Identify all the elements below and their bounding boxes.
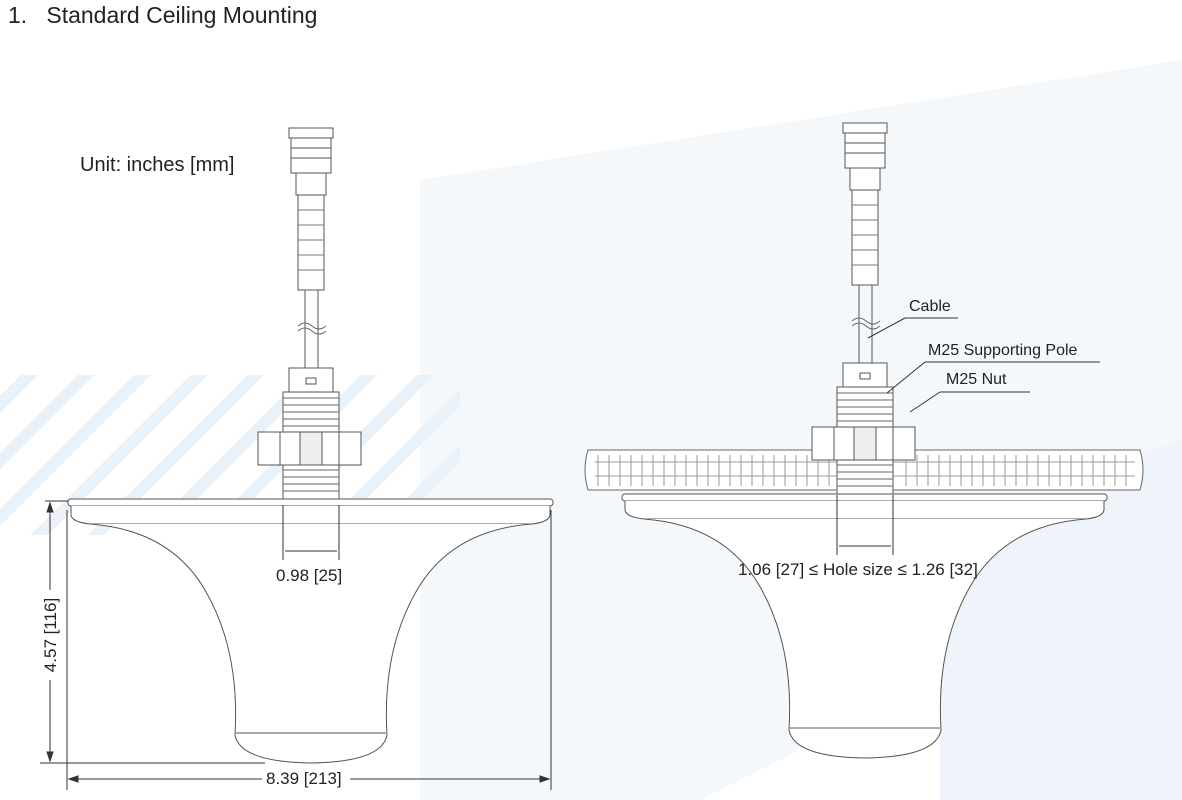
- dimension-lines: [40, 317, 1100, 790]
- right-antenna: [621, 122, 1108, 759]
- height-dimension: 4.57 [116]: [41, 597, 60, 673]
- hole-size-dimension: 1.06 [27] ≤ Hole size ≤ 1.26 [32]: [738, 560, 978, 579]
- unit-label: Unit: inches [mm]: [80, 154, 235, 176]
- section-number: 1.: [8, 2, 28, 28]
- callout-nut: M25 Nut: [946, 371, 1007, 388]
- section-title: Standard Ceiling Mounting: [46, 2, 318, 28]
- thread-width-dimension: 0.98 [25]: [276, 566, 343, 585]
- left-antenna: [67, 127, 554, 764]
- callout-supporting-pole: M25 Supporting Pole: [928, 342, 1078, 359]
- section-heading: 1. Standard Ceiling Mounting: [8, 2, 317, 29]
- callout-cable: Cable: [909, 298, 951, 315]
- width-dimension: 8.39 [213]: [266, 769, 342, 788]
